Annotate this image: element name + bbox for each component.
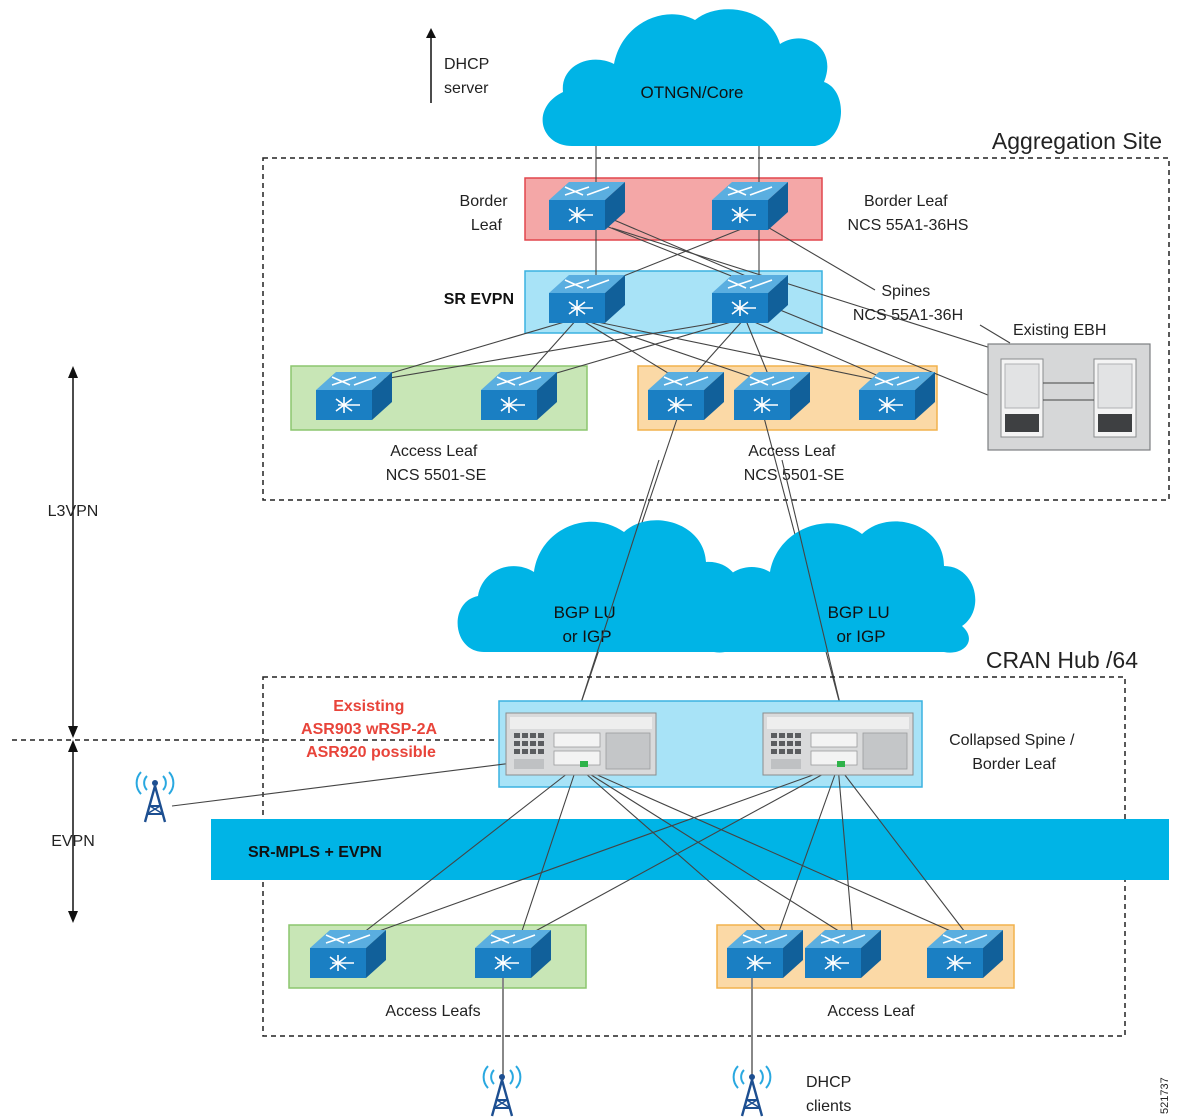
access-leaf-left-label: Access Leaf NCS 5501-SE [386,443,487,484]
transport-cloud-right [699,521,976,653]
access-leaf-right-label: Access Leaf NCS 5501-SE [744,443,845,484]
border-leaf-right-label: Border Leaf NCS 55A1-36HS [848,193,969,234]
border-leaf-left-label: Border Leaf [460,193,512,234]
collapsed-spine-label: Collapsed Spine / Border Leaf [949,732,1079,773]
sr-mpls-evpn-bar [211,819,1169,880]
spines-leader [758,221,876,291]
core-cloud-label: OTNGN/Core [641,83,744,102]
asr903-router-2 [762,712,914,776]
sr-mpls-evpn-label: SR-MPLS + EVPN [248,844,382,861]
l3vpn-label: L3VPN [48,503,99,520]
l3vpn-arrow [68,366,78,738]
existing-ebh-chassis [987,343,1151,451]
transport-cloud-left-label: BGP LU or IGP [554,603,621,646]
aggregation-site-box [262,157,1170,501]
evpn-arrow [68,740,78,923]
spines-label: Spines NCS 55A1-36H [853,283,963,324]
cell-tower-icon [135,770,175,824]
sr-evpn-label: SR EVPN [444,291,514,308]
existing-ebh-label: Existing EBH [1013,322,1106,339]
aggregation-site-title: Aggregation Site [992,128,1162,154]
cran-hub-title: CRAN Hub /64 [986,647,1138,673]
asr903-router-1 [505,712,657,776]
hub-access-links [353,765,972,941]
core-cloud [542,9,842,146]
existing-asr-note: Exsisting ASR903 wRSP-2A ASR920 possible [301,698,441,761]
transport-cloud-right-label: BGP LU or IGP [828,603,895,646]
figure-id: 521737 [1159,1077,1171,1114]
evpn-label: EVPN [51,833,95,850]
access-leafs-left-label: Access Leafs [385,1003,480,1020]
dhcp-clients-label: DHCP clients [806,1074,856,1115]
dhcp-server-label: DHCP server [444,56,494,97]
access-leaf-right-label-hub: Access Leaf [827,1003,915,1020]
tower-uplink [171,756,561,807]
transport-cloud-left [457,520,742,653]
